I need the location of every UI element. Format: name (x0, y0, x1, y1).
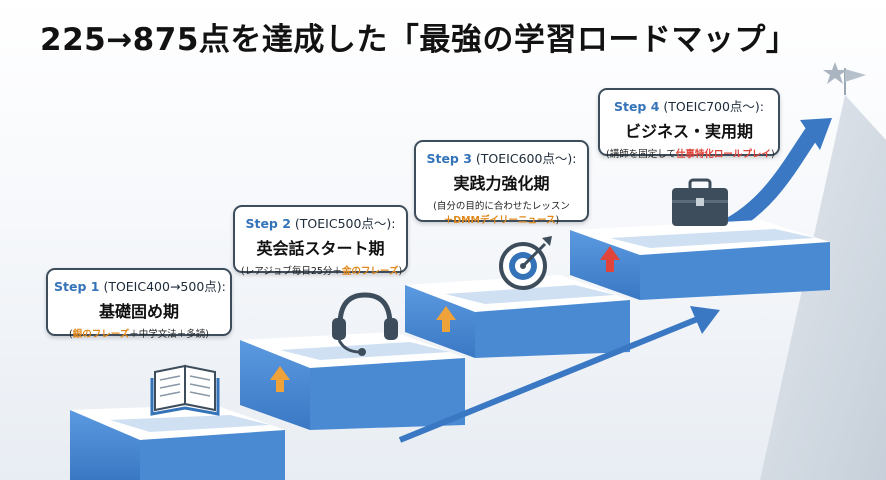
growth-arrow (717, 118, 832, 236)
step-header: Step 3 (TOEIC600点〜): (422, 148, 581, 167)
target-icon (499, 236, 552, 290)
step-name: 実践力強化期 (453, 174, 550, 193)
star-icon (823, 62, 847, 84)
step-header: Step 4 (TOEIC700点〜): (606, 96, 772, 115)
step-range: (TOEIC400→500点): (103, 279, 226, 294)
step-name: ビジネス・実用期 (624, 122, 753, 141)
briefcase-icon (672, 178, 728, 226)
step-card-4: Step 4 (TOEIC700点〜): ビジネス・実用期 (講師を固定して仕事… (598, 88, 780, 160)
step-name: 英会話スタート期 (256, 239, 385, 258)
diagonal-arrow (398, 306, 720, 443)
page-title: 225→875点を達成した「最強の学習ロードマップ」 (40, 22, 798, 58)
step-header: Step 1 (TOEIC400→500点): (54, 276, 226, 295)
step-card-1: Step 1 (TOEIC400→500点): 基礎固め期 (銀のフレーズ＋中学… (46, 268, 232, 340)
step-detail: (銀のフレーズ＋中学文法＋多読) (69, 329, 209, 340)
step-range: (TOEIC600点〜): (475, 151, 577, 166)
step-number: Step 1 (54, 279, 100, 294)
step-number: Step 3 (426, 151, 472, 166)
step-number: Step 2 (245, 216, 291, 231)
step-card-3: Step 3 (TOEIC600点〜): 実践力強化期 (自分の目的に合わせたレ… (414, 140, 589, 226)
up-arrow-icon (436, 306, 456, 332)
headset-icon (332, 292, 398, 356)
step-range: (TOEIC500点〜): (294, 216, 396, 231)
step-name: 基礎固め期 (98, 302, 179, 321)
step-number: Step 4 (613, 99, 660, 114)
step-card-2: Step 2 (TOEIC500点〜): 英会話スタート期 (レアジョブ毎日25… (233, 205, 408, 277)
step-header: Step 2 (TOEIC500点〜): (241, 213, 400, 232)
step-range: (TOEIC700点〜): (663, 99, 765, 114)
staircase (70, 220, 830, 480)
open-book-icon (150, 364, 220, 416)
step-detail: (講師を固定して仕事特化ロールプレイ) (606, 149, 775, 160)
up-arrow-icon (270, 366, 290, 392)
step-detail: (自分の目的に合わせたレッスン＋DMMデイリーニュース) (433, 201, 570, 226)
up-arrow-icon (600, 246, 620, 272)
step-detail: (レアジョブ毎日25分＋金のフレーズ) (241, 266, 403, 277)
